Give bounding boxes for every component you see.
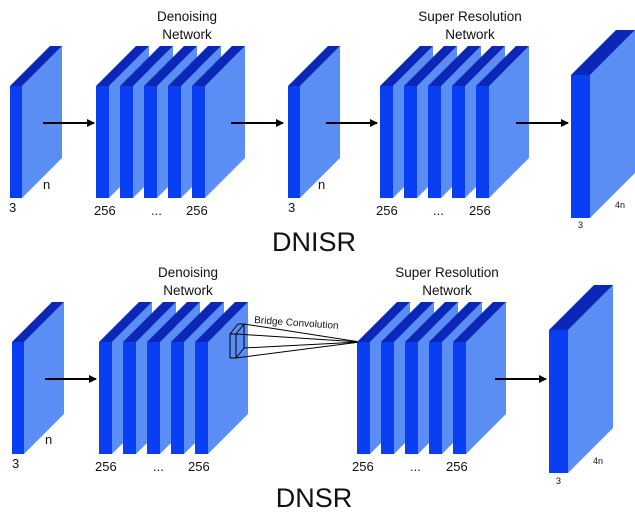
dnisr-input-tensor bbox=[10, 46, 62, 198]
dnsr-super-res-stack bbox=[357, 302, 506, 454]
dnsr-super-res-caption-1: Super Resolution bbox=[395, 265, 499, 280]
dnisr-super-res-last: 256 bbox=[469, 203, 491, 218]
dnisr-middle-size: n bbox=[318, 177, 325, 192]
dnisr-middle-tensor bbox=[288, 46, 340, 198]
dnsr-output-channels: 3 bbox=[556, 476, 561, 486]
feature-map bbox=[195, 302, 248, 454]
dnisr-denoising-caption-2: Network bbox=[162, 27, 212, 42]
dnsr-title: DNSR bbox=[276, 483, 353, 513]
feature-map bbox=[192, 46, 245, 198]
dnisr-output-tensor bbox=[571, 30, 635, 218]
dnsr-denoising-last: 256 bbox=[188, 459, 210, 474]
dnisr-section: 3 n bbox=[9, 9, 635, 257]
dnsr-denoising-first: 256 bbox=[95, 459, 117, 474]
dnsr-super-res-caption-2: Network bbox=[422, 283, 472, 298]
dnsr-output-size: 4n bbox=[593, 456, 603, 466]
dnisr-super-res-caption-1: Super Resolution bbox=[418, 9, 522, 24]
dnsr-output-tensor bbox=[549, 285, 613, 473]
dnsr-super-res-dots: ... bbox=[410, 459, 421, 474]
dnisr-denoising-last: 256 bbox=[186, 203, 208, 218]
dnisr-input-channels: 3 bbox=[9, 200, 16, 215]
dnsr-denoising-dots: ... bbox=[153, 459, 164, 474]
dnisr-denoising-dots: ... bbox=[151, 203, 162, 218]
dnisr-output-channels: 3 bbox=[578, 220, 583, 230]
dnisr-title: DNISR bbox=[272, 227, 356, 257]
dnisr-super-res-caption-2: Network bbox=[445, 27, 495, 42]
dnsr-section: 3 n bbox=[12, 265, 613, 513]
dnisr-denoising-first: 256 bbox=[94, 203, 116, 218]
dnsr-super-res-first: 256 bbox=[352, 459, 374, 474]
dnsr-denoising-caption-2: Network bbox=[163, 283, 213, 298]
dnsr-denoising-stack bbox=[99, 302, 248, 454]
dnisr-super-res-first: 256 bbox=[376, 203, 398, 218]
feature-map bbox=[476, 46, 529, 198]
dnisr-denoising-caption-1: Denoising bbox=[157, 9, 217, 24]
dnisr-denoising-stack bbox=[96, 46, 245, 198]
dnsr-input-tensor bbox=[12, 302, 64, 454]
dnisr-output-size: 4n bbox=[615, 200, 625, 210]
feature-map bbox=[453, 302, 506, 454]
dnsr-input-channels: 3 bbox=[12, 456, 19, 471]
dnsr-input-size: n bbox=[45, 432, 52, 447]
dnisr-super-res-stack bbox=[380, 46, 529, 198]
dnisr-middle-channels: 3 bbox=[288, 200, 295, 215]
dnsr-super-res-last: 256 bbox=[446, 459, 468, 474]
dnisr-super-res-dots: ... bbox=[433, 203, 444, 218]
dnisr-input-size: n bbox=[43, 177, 50, 192]
bridge-convolution bbox=[229, 323, 361, 359]
dnsr-denoising-caption-1: Denoising bbox=[158, 265, 218, 280]
bridge-convolution-label: Bridge Convolution bbox=[254, 315, 339, 332]
